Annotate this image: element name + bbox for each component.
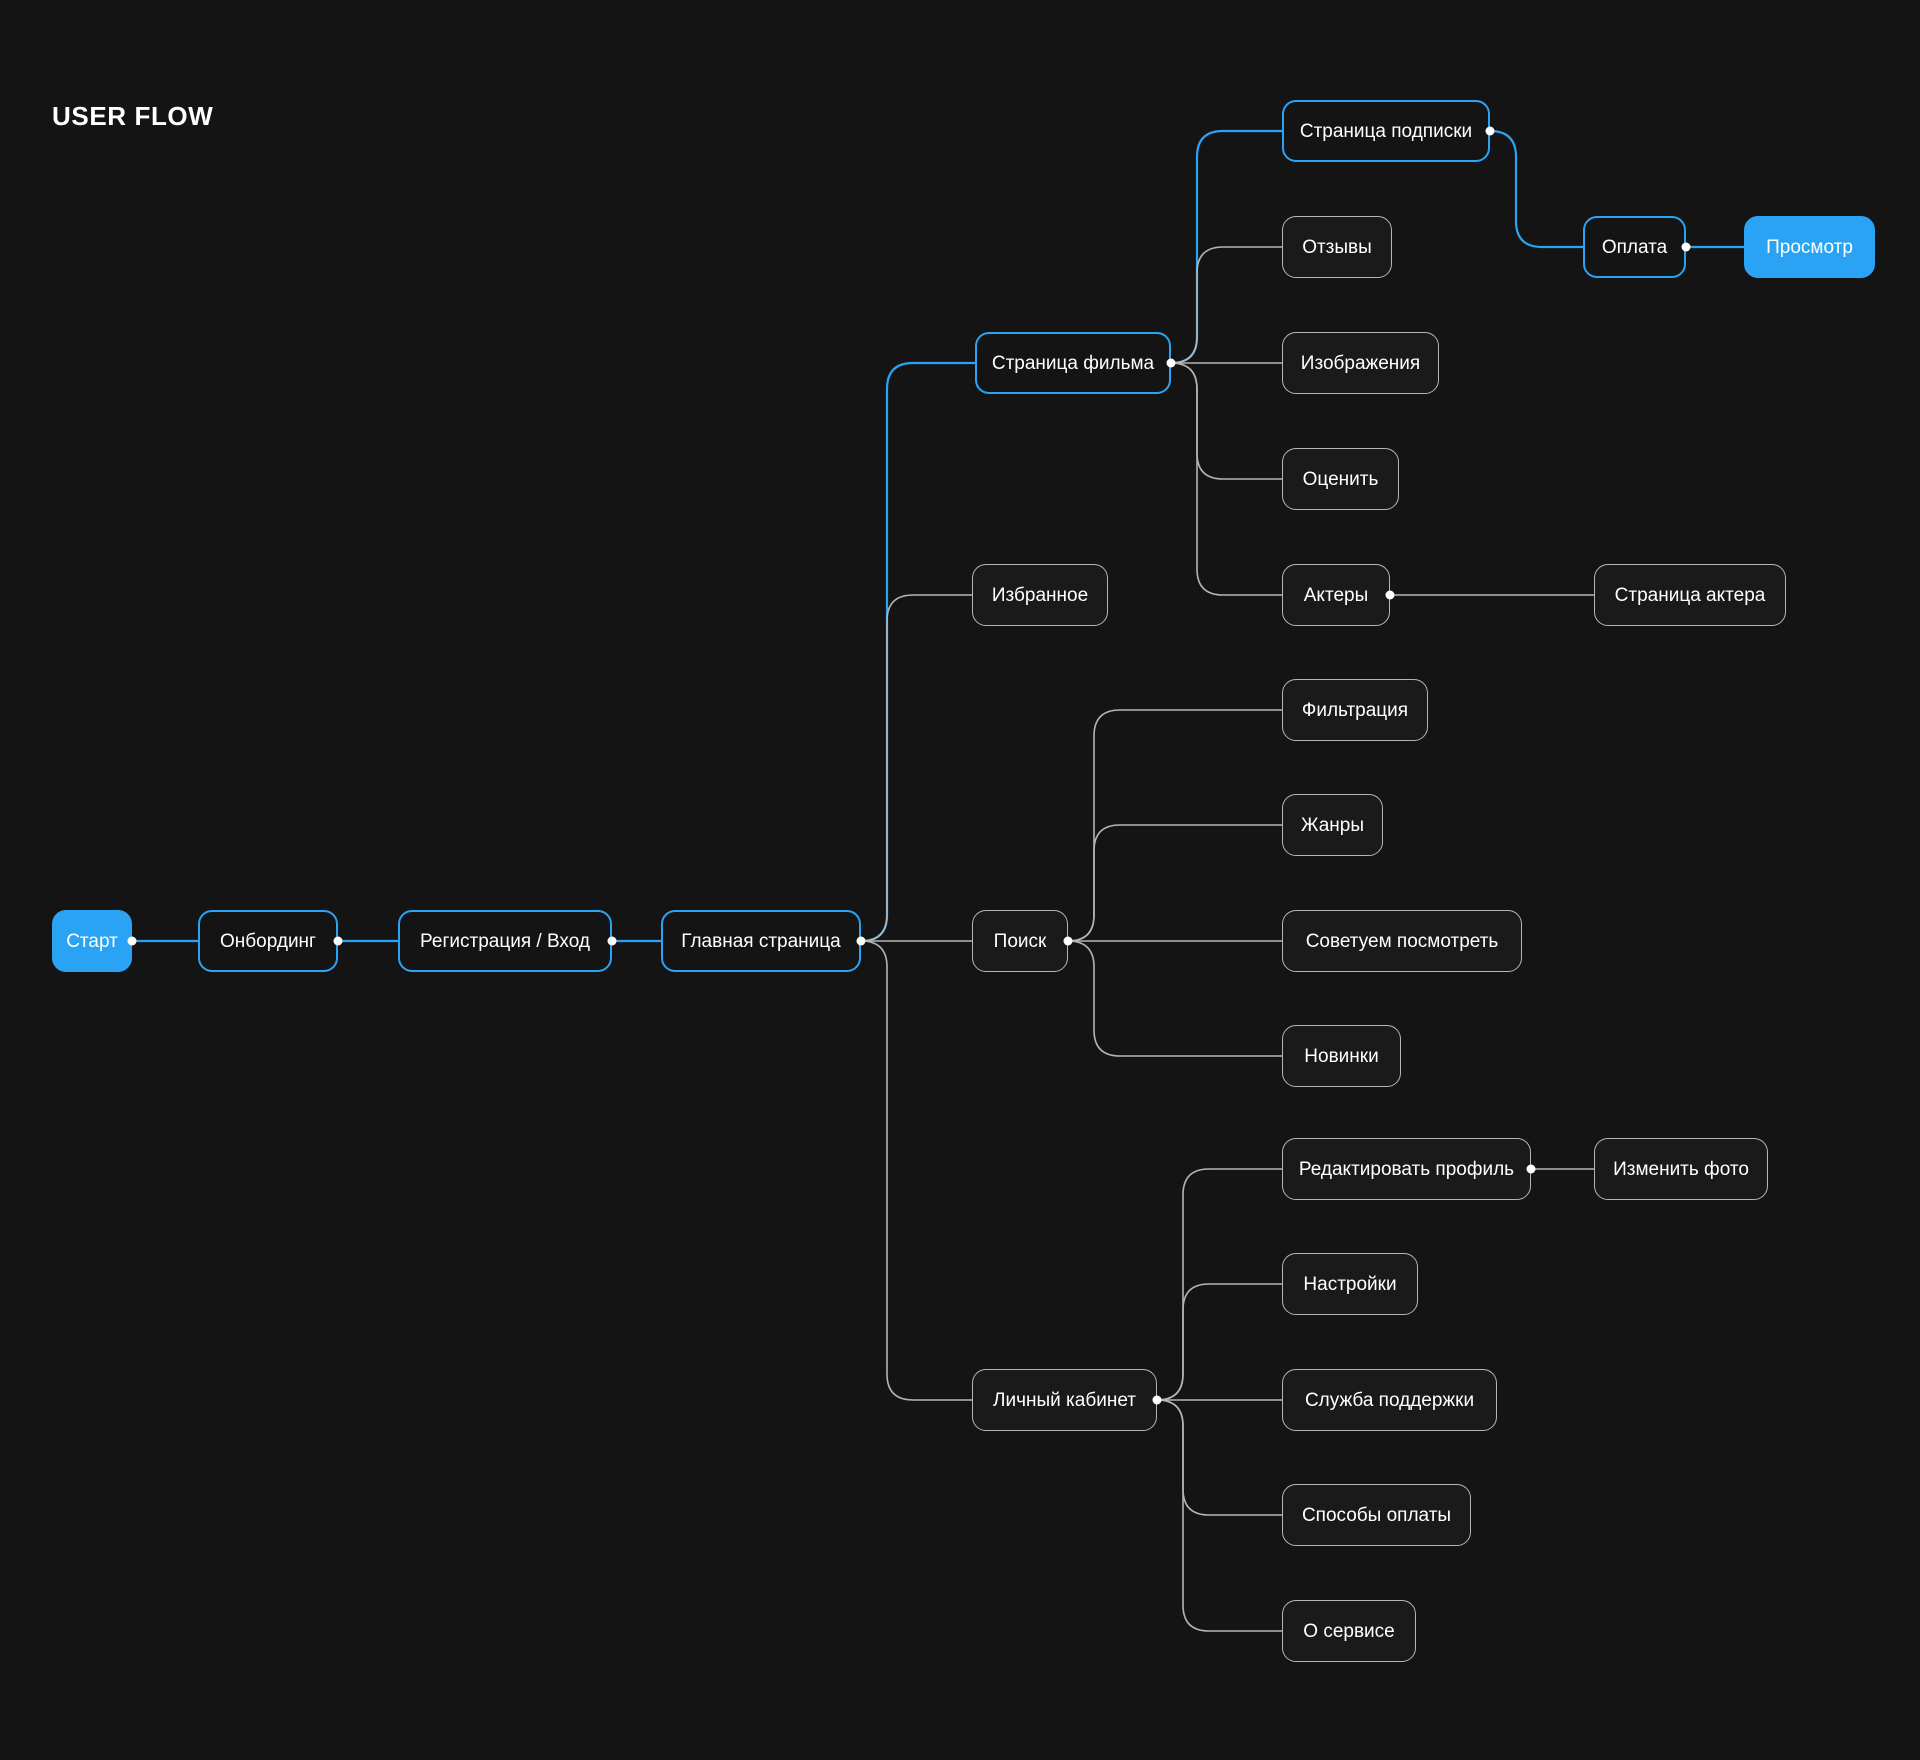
flow-node-label: Изображения <box>1300 352 1421 374</box>
flow-node-label: Редактировать профиль <box>1298 1158 1515 1180</box>
flow-node-auth[interactable]: Регистрация / Вход <box>398 910 612 972</box>
connector-dot-payment <box>1681 242 1691 252</box>
edge-home-to-favorites <box>860 594 973 942</box>
edge-account-to-about <box>1156 1399 1283 1632</box>
flow-node-label: Изменить фото <box>1613 1158 1749 1180</box>
flow-node-settings[interactable]: Настройки <box>1282 1253 1418 1315</box>
edge-account-to-pay_methods <box>1156 1399 1283 1516</box>
connector-dot-start <box>127 936 137 946</box>
flow-node-actors[interactable]: Актеры <box>1282 564 1390 626</box>
flow-node-genres[interactable]: Жанры <box>1282 794 1383 856</box>
flow-node-recommend[interactable]: Советуем посмотреть <box>1282 910 1522 972</box>
connector-dot-account <box>1152 1395 1162 1405</box>
flow-node-label: Регистрация / Вход <box>420 930 590 952</box>
flow-node-label: Страница фильма <box>991 352 1155 374</box>
connector-dot-edit_profile <box>1526 1164 1536 1174</box>
edge-account-to-settings <box>1156 1283 1283 1401</box>
connector-dot-search <box>1063 936 1073 946</box>
connector-dot-auth <box>607 936 617 946</box>
flow-node-edit_profile[interactable]: Редактировать профиль <box>1282 1138 1531 1200</box>
flow-node-label: Избранное <box>991 584 1089 606</box>
flow-node-label: Личный кабинет <box>993 1389 1136 1411</box>
flow-node-pay_methods[interactable]: Способы оплаты <box>1282 1484 1471 1546</box>
flow-node-label: Новинки <box>1304 1045 1379 1067</box>
flow-node-watch[interactable]: Просмотр <box>1744 216 1875 278</box>
flow-node-change_photo[interactable]: Изменить фото <box>1594 1138 1768 1200</box>
connector-dot-film <box>1166 358 1176 368</box>
flow-node-label: Главная страница <box>681 930 841 952</box>
edge-search-to-genres <box>1067 824 1283 942</box>
flow-node-favorites[interactable]: Избранное <box>972 564 1108 626</box>
flow-node-label: Настройки <box>1303 1273 1397 1295</box>
edge-search-to-new <box>1067 940 1283 1057</box>
flow-node-label: Страница актера <box>1614 584 1766 606</box>
flow-node-label: Служба поддержки <box>1304 1389 1475 1411</box>
flow-node-label: Актеры <box>1303 584 1369 606</box>
flow-node-start[interactable]: Старт <box>52 910 132 972</box>
flow-node-label: Просмотр <box>1766 236 1853 258</box>
flow-node-label: Жанры <box>1300 814 1365 836</box>
flow-node-label: О сервисе <box>1303 1620 1395 1642</box>
connector-dot-actors <box>1385 590 1395 600</box>
flow-node-label: Способы оплаты <box>1301 1504 1452 1526</box>
flow-node-images[interactable]: Изображения <box>1282 332 1439 394</box>
connector-dot-subscription <box>1485 126 1495 136</box>
flow-node-label: Поиск <box>993 930 1047 952</box>
flow-node-reviews[interactable]: Отзывы <box>1282 216 1392 278</box>
flow-node-label: Советуем посмотреть <box>1305 930 1499 952</box>
edge-film-to-subscription <box>1169 129 1284 365</box>
flow-node-label: Отзывы <box>1302 236 1372 258</box>
flow-node-label: Старт <box>66 930 118 952</box>
flow-node-search[interactable]: Поиск <box>972 910 1068 972</box>
edge-film-to-rate <box>1170 362 1283 480</box>
flow-node-label: Фильтрация <box>1301 699 1409 721</box>
flow-node-home[interactable]: Главная страница <box>661 910 861 972</box>
flow-node-payment[interactable]: Оплата <box>1583 216 1686 278</box>
edge-home-to-account <box>860 940 973 1401</box>
flow-node-label: Оплата <box>1601 236 1668 258</box>
connector-dot-onboarding <box>333 936 343 946</box>
edge-subscription-to-payment <box>1488 129 1585 249</box>
flow-node-film[interactable]: Страница фильма <box>975 332 1171 394</box>
flow-node-filtration[interactable]: Фильтрация <box>1282 679 1428 741</box>
flow-node-subscription[interactable]: Страница подписки <box>1282 100 1490 162</box>
edge-search-to-filtration <box>1067 709 1283 942</box>
flow-node-label: Онбординг <box>220 930 316 952</box>
edge-home-to-film <box>859 361 977 943</box>
flow-node-rate[interactable]: Оценить <box>1282 448 1399 510</box>
flow-node-label: Страница подписки <box>1299 120 1473 142</box>
flow-node-account[interactable]: Личный кабинет <box>972 1369 1157 1431</box>
edge-account-to-edit_profile <box>1156 1168 1283 1401</box>
flow-node-support[interactable]: Служба поддержки <box>1282 1369 1497 1431</box>
flow-node-new[interactable]: Новинки <box>1282 1025 1401 1087</box>
page-title: USER FLOW <box>52 101 214 131</box>
flow-node-actor_page[interactable]: Страница актера <box>1594 564 1786 626</box>
edge-film-to-reviews <box>1170 246 1283 364</box>
connector-dot-home <box>856 936 866 946</box>
flow-node-label: Оценить <box>1302 468 1379 490</box>
flow-node-about[interactable]: О сервисе <box>1282 1600 1416 1662</box>
flow-node-onboarding[interactable]: Онбординг <box>198 910 338 972</box>
edge-film-to-actors <box>1170 362 1283 596</box>
